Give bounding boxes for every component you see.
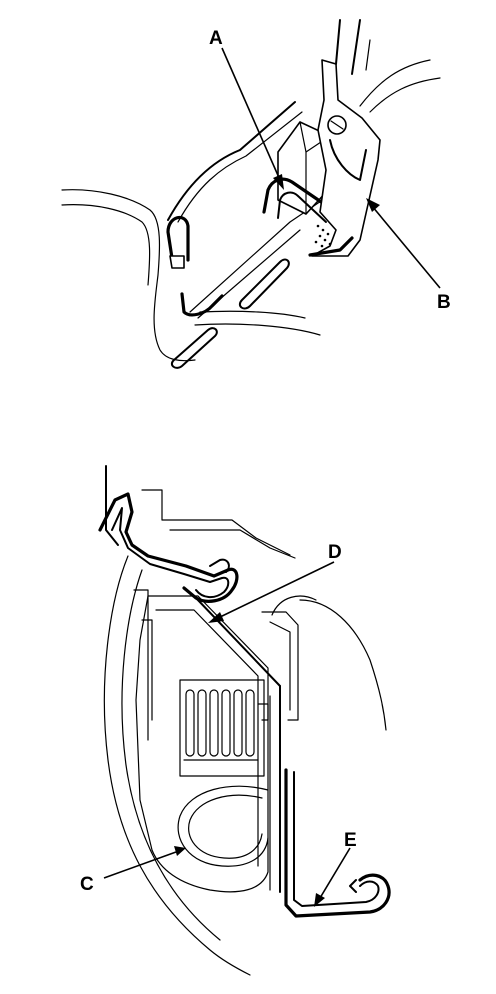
leader-arrowhead-d: [208, 612, 224, 623]
body-top-ledge-2: [169, 529, 296, 559]
top-figure-clip-removal: [61, 19, 441, 369]
upper-channel-outer: [98, 492, 239, 603]
clip-remover-handle-left: [335, 19, 341, 65]
wire-clip-a-inner: [277, 191, 327, 223]
trim-panel-top-edge-inner: [177, 111, 303, 223]
trim-panel-top-edge: [167, 101, 296, 221]
leader-line-a: [221, 47, 281, 181]
trim-panel-lower-edge: [189, 194, 331, 313]
fender-inner-arc-2: [271, 595, 317, 616]
body-panel-inner-line: [61, 204, 151, 286]
fender-outer-arc: [103, 555, 251, 976]
upper-channel-hook: [209, 558, 230, 573]
clip-remover-tooth-pattern: [314, 224, 332, 248]
bottom-figure-trim-cross-section: [98, 465, 391, 976]
clip-remover-tool-jaw: [329, 139, 367, 181]
trim-round-opening-inner: [188, 794, 263, 859]
trim-vent-slots: [179, 679, 265, 777]
body-pillar-line: [105, 465, 119, 546]
leader-arrowhead-c: [174, 846, 186, 856]
fender-inner-arc: [299, 599, 387, 731]
side-rib-left: [133, 589, 149, 741]
clip-remover-pivot-slot: [330, 120, 344, 130]
side-rib-left-2: [141, 619, 153, 721]
clip-pin-upper: [238, 258, 290, 310]
panel-d-small-tab: [257, 703, 269, 721]
lower-panel-edge-2: [194, 323, 321, 336]
lower-panel-edge: [199, 310, 306, 319]
lower-channel-inner: [293, 771, 380, 907]
panel-d-rib-outer: [261, 611, 299, 721]
leader-line-c: [103, 851, 177, 879]
leader-arrowhead-b: [366, 198, 380, 212]
leader-line-e: [319, 847, 351, 899]
retaining-clip-hook: [166, 215, 190, 262]
callout-d: D: [328, 542, 342, 563]
clip-remover-handle-right: [351, 19, 361, 75]
callout-e: E: [344, 830, 357, 851]
retaining-clip-tab: [169, 255, 185, 269]
clip-remover-tip: [308, 236, 354, 257]
upper-channel-inner: [111, 507, 230, 598]
callout-b: B: [437, 292, 451, 313]
fender-outer-arc-2: [121, 569, 221, 941]
clip-pin-lower: [170, 327, 218, 369]
panel-d-rib-inner: [269, 621, 291, 711]
body-panel-outline: [61, 189, 196, 362]
lower-channel-hook-tip: [349, 879, 357, 893]
clip-remover-handle-line: [365, 39, 371, 71]
leader-line-b: [371, 205, 441, 289]
lower-channel-outer: [284, 768, 391, 918]
leader-arrowhead-a: [273, 174, 284, 190]
body-top-ledge: [141, 489, 291, 556]
trim-inner-body-2: [155, 609, 259, 867]
trim-inner-body: [135, 595, 269, 893]
leader-arrowhead-e: [314, 893, 325, 907]
clip-lower-hook: [180, 292, 224, 317]
clip-remover-grip-arc-2: [369, 77, 441, 113]
trim-panel-upper-face: [195, 597, 281, 687]
callout-c: C: [80, 874, 94, 895]
trim-round-opening: [177, 785, 269, 867]
leader-line-d: [217, 561, 335, 619]
callout-a: A: [209, 28, 223, 49]
clip-remover-grip-arc: [359, 59, 431, 107]
clip-remover-tool-body: [311, 59, 381, 257]
